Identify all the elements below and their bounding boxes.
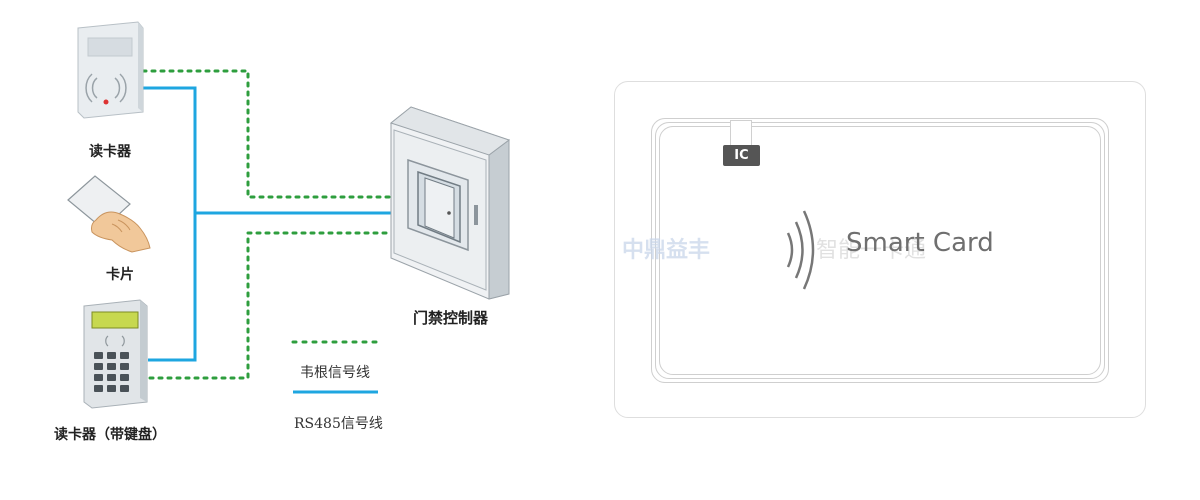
chip-contact bbox=[730, 120, 752, 145]
rfid-wave-icon-small bbox=[105, 335, 125, 347]
watermark-logo: 中鼎益丰 bbox=[622, 238, 711, 263]
access-control-diagram bbox=[67, 21, 511, 409]
contactless-wave-icon bbox=[786, 210, 815, 290]
door-icon bbox=[417, 170, 461, 244]
controller-label: 门禁控制器 bbox=[413, 309, 489, 327]
indicator-light bbox=[103, 99, 109, 105]
card-reader-device bbox=[77, 21, 144, 119]
keypad-reader-device bbox=[83, 299, 148, 409]
watermark-suffix: 智能一卡通 bbox=[816, 238, 927, 263]
access-controller-device bbox=[389, 106, 511, 300]
smart-card bbox=[614, 81, 1146, 418]
keypad-buttons bbox=[94, 352, 129, 392]
card-label: 卡片 bbox=[106, 267, 134, 283]
wiegand-wiring bbox=[141, 69, 395, 380]
lcd-screen bbox=[91, 311, 139, 329]
smart-card-title: Smart Card bbox=[846, 228, 994, 258]
reader-label: 读卡器 bbox=[89, 144, 131, 160]
legend-wiegand-label: 韦根信号线 bbox=[300, 365, 370, 381]
antenna-coil bbox=[659, 126, 1101, 375]
lock-slot bbox=[474, 205, 478, 225]
hand-with-card-icon bbox=[67, 175, 151, 253]
ic-chip: IC bbox=[723, 145, 760, 166]
antenna-coil bbox=[651, 118, 1109, 383]
legend-rs485-label: RS485信号线 bbox=[294, 416, 383, 432]
rfid-wave-icon bbox=[85, 73, 127, 103]
keypad-reader-label: 读卡器（带键盘） bbox=[54, 427, 166, 443]
antenna-coil bbox=[655, 122, 1105, 379]
rs485-wiring bbox=[143, 86, 393, 362]
